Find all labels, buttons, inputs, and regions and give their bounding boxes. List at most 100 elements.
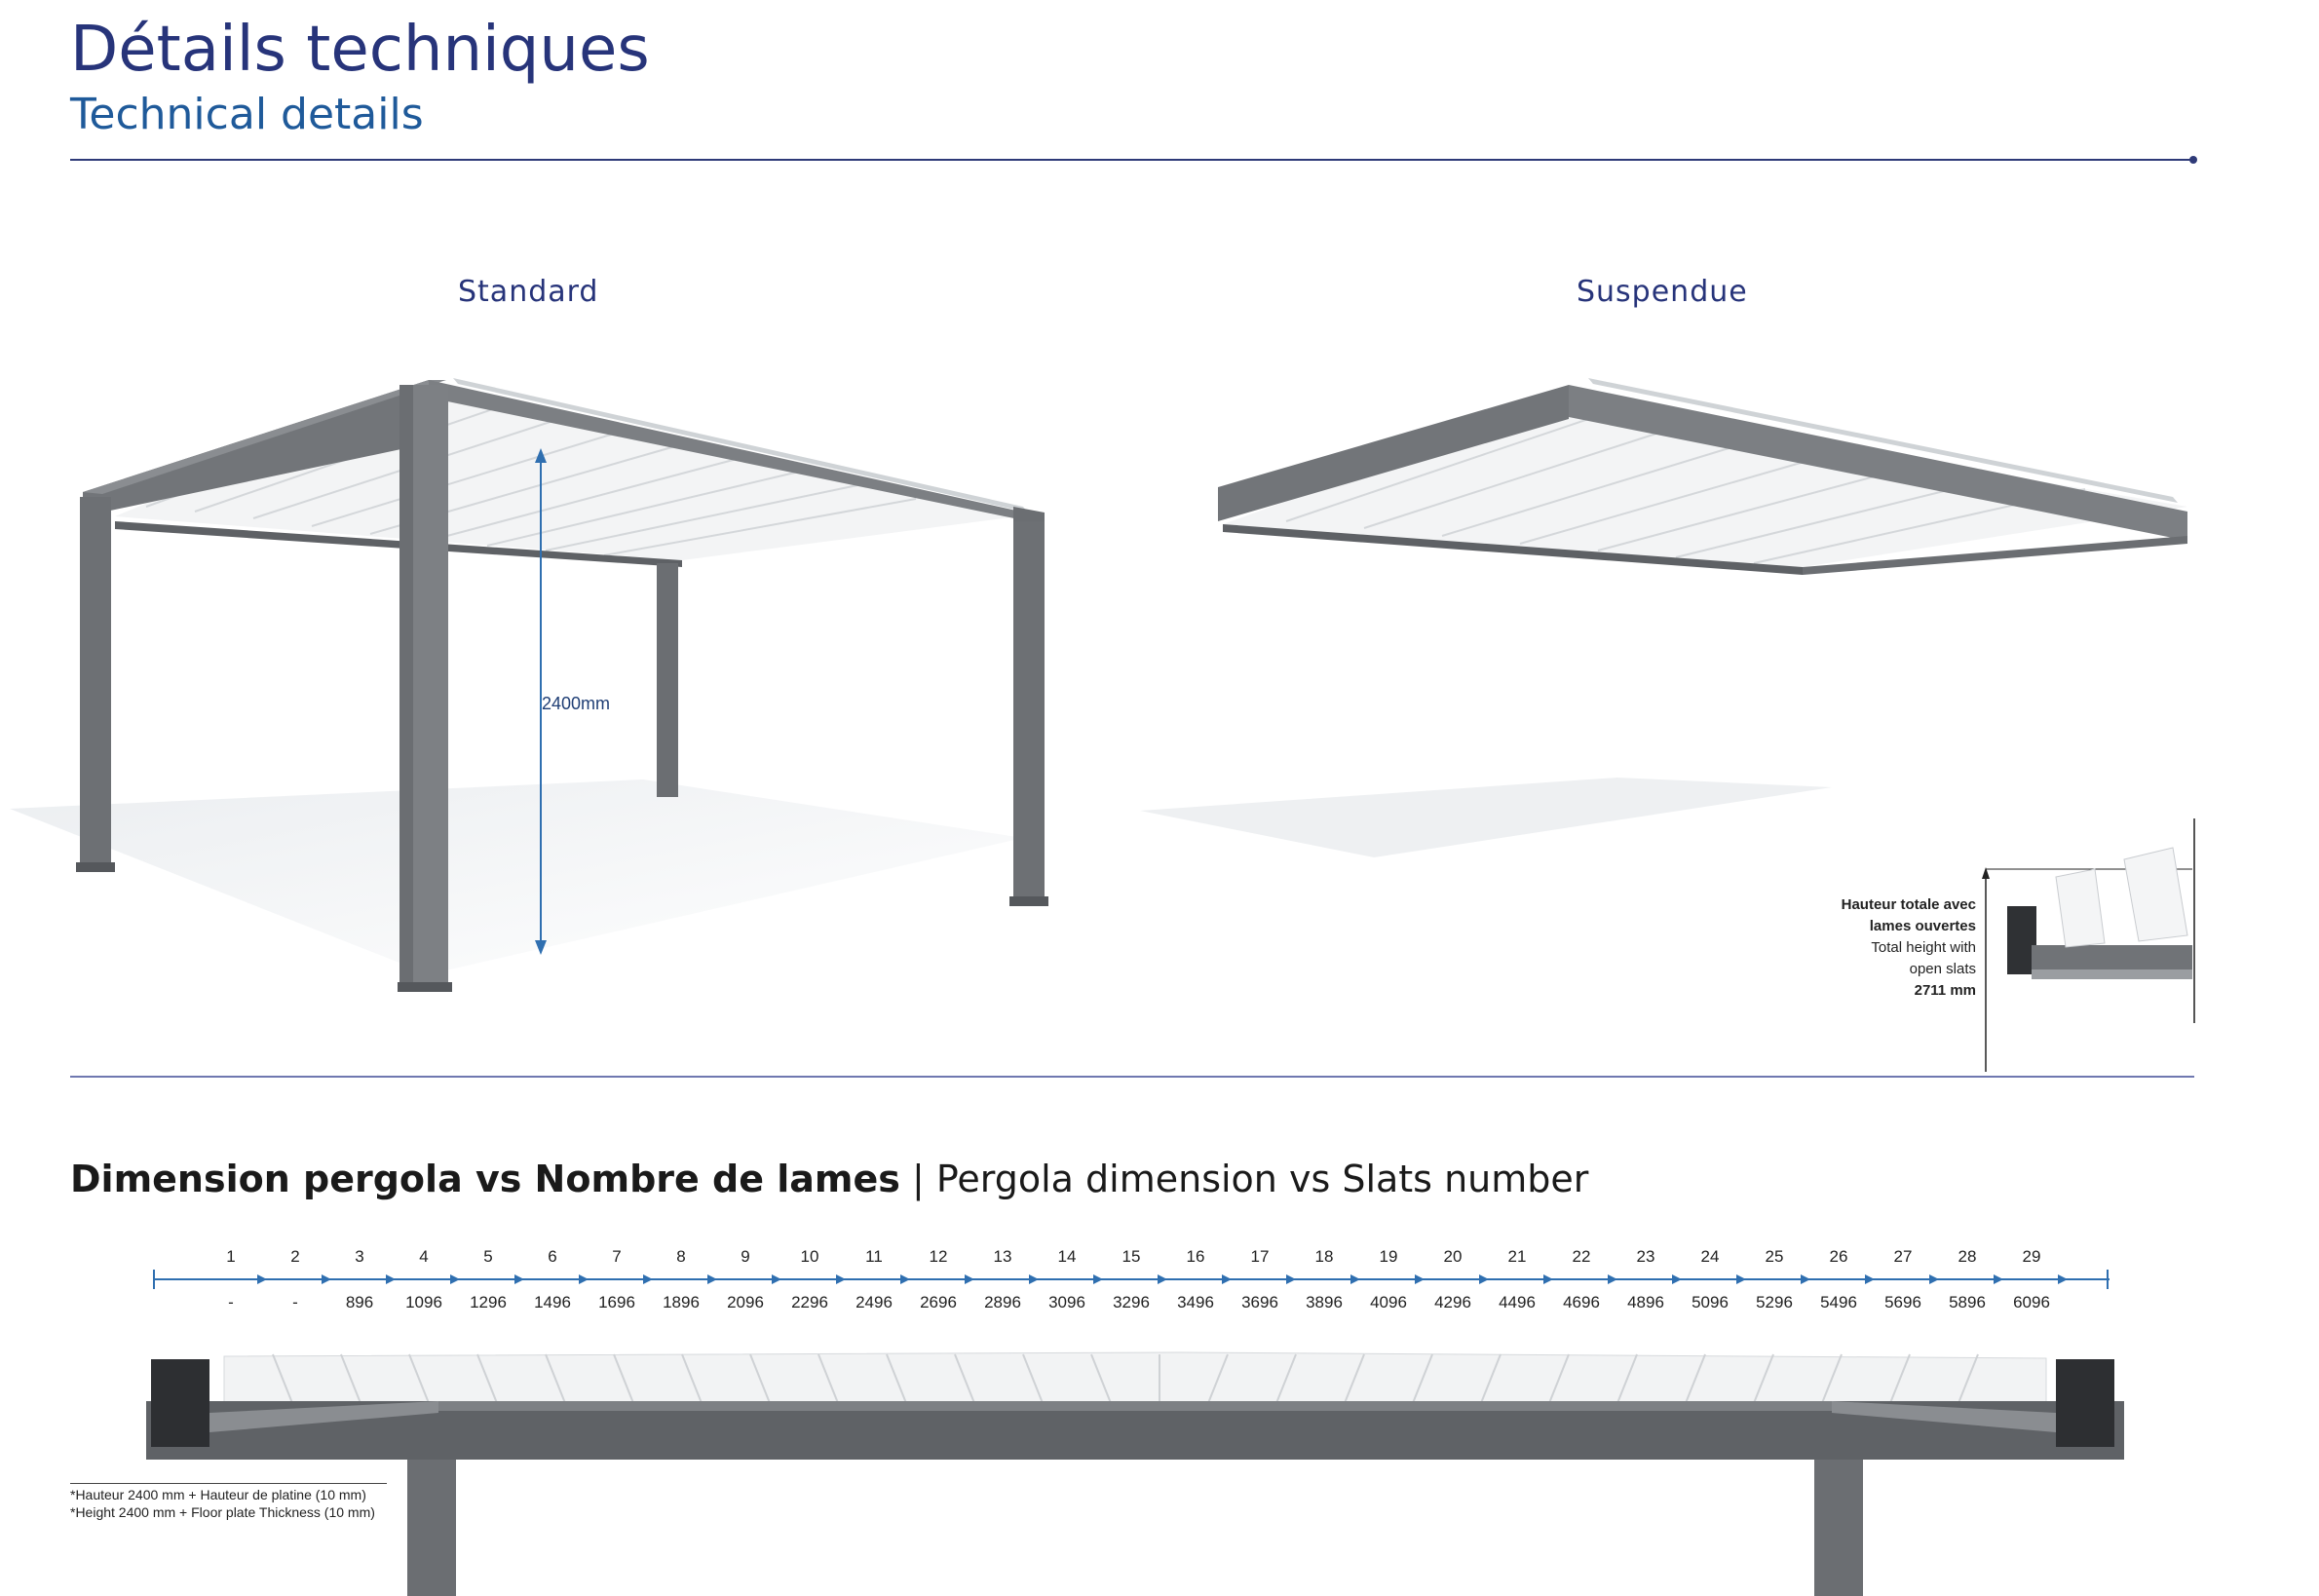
- slat-dimension: 2496: [855, 1293, 893, 1311]
- slat-number: 25: [1766, 1247, 1784, 1266]
- scale-arrow: [1093, 1274, 1103, 1284]
- section-title-regular: Pergola dimension vs Slats number: [935, 1158, 1589, 1200]
- scale-arrow: [450, 1274, 460, 1284]
- slat-dimension: 1096: [405, 1293, 442, 1311]
- scale-arrow: [900, 1274, 910, 1284]
- scale-arrow: [1994, 1274, 2003, 1284]
- footnote-fr: *Hauteur 2400 mm + Hauteur de platine (1…: [70, 1487, 366, 1502]
- scale-arrow: [1286, 1274, 1296, 1284]
- slat-dimension: 1496: [534, 1293, 571, 1311]
- slat-number: 11: [865, 1247, 883, 1266]
- slat-dimension: -: [292, 1293, 298, 1311]
- scale-arrow: [965, 1274, 974, 1284]
- header-divider: [70, 159, 2194, 161]
- scale-arrow: [1672, 1274, 1682, 1284]
- slat-dimension: 4896: [1627, 1293, 1664, 1311]
- slat-dimension: 3696: [1241, 1293, 1278, 1311]
- slat-number: 13: [994, 1247, 1012, 1266]
- scale-arrow: [1736, 1274, 1746, 1284]
- section-title-bold: Dimension pergola vs Nombre de lames: [70, 1158, 900, 1200]
- slat-dimension: 3096: [1048, 1293, 1085, 1311]
- slat-dimension: 1896: [663, 1293, 700, 1311]
- slat-number: 6: [548, 1247, 556, 1266]
- slat-dimension: 3496: [1177, 1293, 1214, 1311]
- slat-number: 20: [1444, 1247, 1463, 1266]
- slat-number: 24: [1701, 1247, 1720, 1266]
- slat-dimension: 4296: [1434, 1293, 1471, 1311]
- standard-pergola-illustration: 2400mm: [10, 378, 1048, 992]
- scale-arrow: [257, 1274, 267, 1284]
- scale-arrow: [707, 1274, 717, 1284]
- section-divider: [70, 1076, 2194, 1078]
- slat-dimension: 1696: [598, 1293, 635, 1311]
- scale-arrow: [1415, 1274, 1425, 1284]
- scale-arrow: [1865, 1274, 1875, 1284]
- total-height-note: Hauteur totale avec lames ouvertes Total…: [1793, 894, 1976, 1002]
- scale-arrow: [1350, 1274, 1360, 1284]
- scale-arrow: [386, 1274, 396, 1284]
- slat-number: 23: [1637, 1247, 1655, 1266]
- slat-number: 14: [1058, 1247, 1077, 1266]
- slat-dimension: 2896: [984, 1293, 1021, 1311]
- slat-number: 3: [355, 1247, 363, 1266]
- slat-dimension: 2696: [920, 1293, 957, 1311]
- slat-number: 10: [801, 1247, 819, 1266]
- profile-detail-illustration: [1982, 818, 2195, 1072]
- slat-number: 19: [1380, 1247, 1398, 1266]
- scale-arrow: [1222, 1274, 1232, 1284]
- scale-arrow: [322, 1274, 331, 1284]
- slat-dimension: 896: [346, 1293, 373, 1311]
- slat-number: 5: [483, 1247, 492, 1266]
- slat-dimension: 2096: [727, 1293, 764, 1311]
- header-divider-dot: [2189, 156, 2197, 164]
- section-title-separator: |: [899, 1158, 936, 1200]
- scale-arrow: [1158, 1274, 1167, 1284]
- slat-dimension: 5296: [1756, 1293, 1793, 1311]
- suspendue-pergola-illustration: [1140, 378, 2187, 857]
- pergola-cross-section-illustration: [146, 1351, 2124, 1596]
- slat-dimension: 5896: [1949, 1293, 1986, 1311]
- section-title: Dimension pergola vs Nombre de lames | P…: [70, 1158, 1588, 1200]
- scale-arrow: [1029, 1274, 1039, 1284]
- scale-arrow: [1479, 1274, 1489, 1284]
- slat-number: 9: [741, 1247, 749, 1266]
- slat-number: 4: [419, 1247, 428, 1266]
- slat-dimension: 3896: [1306, 1293, 1343, 1311]
- slat-number: 16: [1187, 1247, 1205, 1266]
- note-value: 2711 mm: [1914, 982, 1976, 999]
- slat-dimension: 4696: [1563, 1293, 1600, 1311]
- slat-dimension: -: [228, 1293, 234, 1311]
- scale-arrow: [1801, 1274, 1810, 1284]
- slat-dimension: 1296: [470, 1293, 507, 1311]
- scale-arrow: [836, 1274, 846, 1284]
- scale-arrow: [643, 1274, 653, 1284]
- slat-dimension: 5496: [1820, 1293, 1857, 1311]
- slat-number: 28: [1958, 1247, 1977, 1266]
- note-line-fr-2: lames ouvertes: [1869, 918, 1976, 934]
- slat-number: 7: [612, 1247, 621, 1266]
- slat-number: 2: [290, 1247, 299, 1266]
- suspendue-caption: Suspendue: [1577, 275, 1748, 309]
- scale-arrow: [1608, 1274, 1617, 1284]
- slat-number: 12: [930, 1247, 948, 1266]
- page-title: Détails techniques: [70, 14, 650, 86]
- slat-dimension: 5696: [1884, 1293, 1921, 1311]
- slat-number: 27: [1894, 1247, 1913, 1266]
- slat-number: 26: [1830, 1247, 1848, 1266]
- slat-number: 15: [1122, 1247, 1141, 1266]
- slat-number: 22: [1573, 1247, 1591, 1266]
- slat-dimension: 3296: [1113, 1293, 1150, 1311]
- note-line-en-2: open slats: [1909, 961, 1976, 977]
- slat-dimension: 2296: [791, 1293, 828, 1311]
- note-line-fr-1: Hauteur totale avec: [1841, 896, 1976, 913]
- height-label: 2400mm: [542, 694, 610, 713]
- slat-dimension: 6096: [2013, 1293, 2050, 1311]
- scale-arrow: [1543, 1274, 1553, 1284]
- slats-dimension-scale: 1-2-389641096512966149671696818969209610…: [153, 1247, 2110, 1311]
- slat-number: 1: [226, 1247, 235, 1266]
- slat-dimension: 4496: [1499, 1293, 1536, 1311]
- scale-arrow: [514, 1274, 524, 1284]
- page-subtitle: Technical details: [70, 90, 424, 139]
- scale-arrow: [579, 1274, 589, 1284]
- slat-number: 17: [1251, 1247, 1270, 1266]
